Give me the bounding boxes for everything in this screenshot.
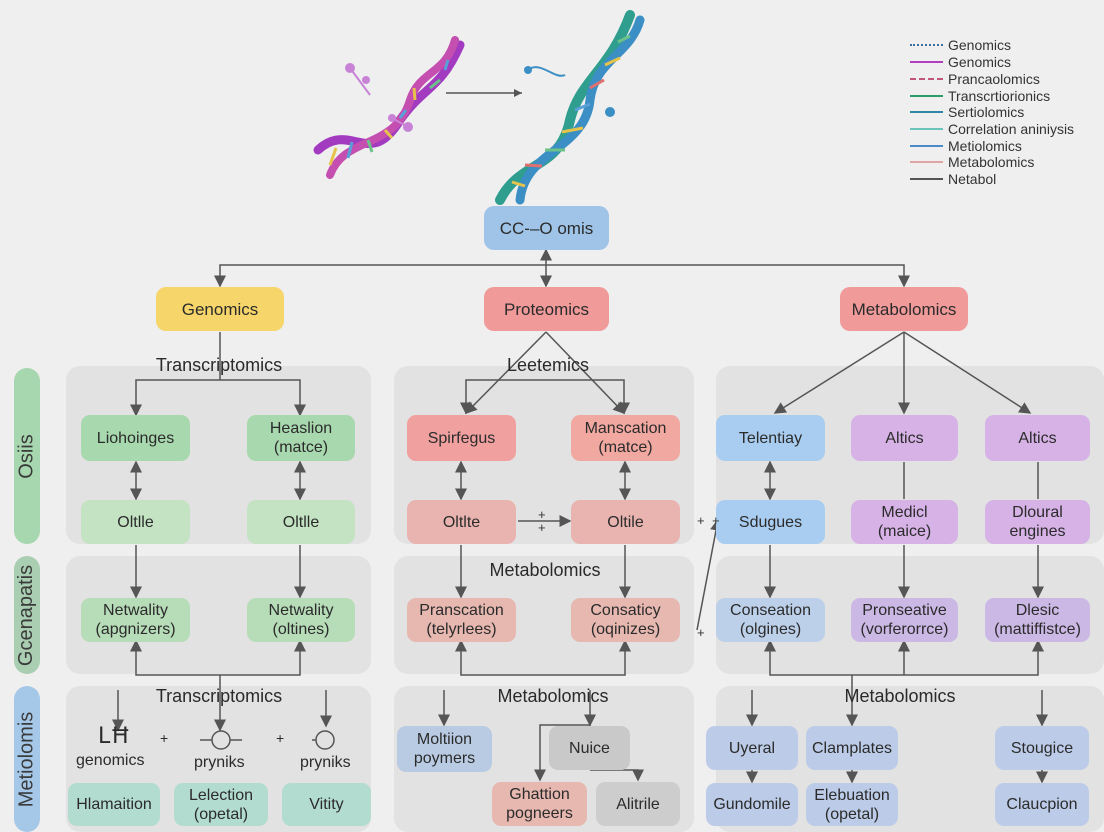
node-metabolomics-r1f[interactable]: Dloural engines xyxy=(985,500,1090,544)
node-metabolomics-r1b[interactable]: Altics xyxy=(851,415,958,461)
legend-item: Netabol xyxy=(910,170,1100,187)
connector-plus: + xyxy=(712,513,720,528)
node-metabolomics-r3c[interactable]: Stougice xyxy=(995,726,1089,770)
legend-item: Genomics xyxy=(910,53,1100,70)
legend-label: Genomics xyxy=(948,36,1012,53)
genomics-text: genomics xyxy=(76,752,145,769)
legend-swatch xyxy=(910,160,943,163)
legend-label: Transcrtiorionics xyxy=(948,87,1051,104)
node-genomics-r1c[interactable]: Oltlle xyxy=(81,500,190,544)
legend-label: Genomics xyxy=(948,53,1012,70)
legend-swatch xyxy=(910,127,943,130)
genomics-symbol: LĦ xyxy=(98,724,131,749)
node-metabolomics-r3e[interactable]: Elebuation (opetal) xyxy=(806,783,898,826)
legend-label: Netabol xyxy=(948,170,997,187)
legend-item: Correlation aniniysis xyxy=(910,120,1100,137)
node-proteomics-r2b[interactable]: Consaticy (oqinizes) xyxy=(571,598,680,642)
legend-swatch xyxy=(910,144,943,147)
legend-item: Prancaolomics xyxy=(910,70,1100,87)
top-node[interactable]: CC-–O omis xyxy=(484,206,609,250)
legend-label: Sertiolomics xyxy=(948,103,1025,120)
side-label-row1: Osiis xyxy=(14,368,40,544)
category-metabolomics[interactable]: Metabolomics xyxy=(840,287,968,331)
node-genomics-r3a[interactable]: Hlamaition xyxy=(68,783,160,826)
node-genomics-r2a[interactable]: Netwality (apgnizers) xyxy=(81,598,190,642)
section-label: Metabolomics xyxy=(489,560,601,580)
node-genomics-r2b[interactable]: Netwality (oltines) xyxy=(247,598,355,642)
side-label-row3: Metiolomis xyxy=(14,686,40,832)
node-metabolomics-r1c[interactable]: Altics xyxy=(985,415,1090,461)
legend-item: Metiolomics xyxy=(910,137,1100,154)
connector-plus: + xyxy=(538,520,546,535)
node-metabolomics-r2c[interactable]: Dlesic (mattiffistce) xyxy=(985,598,1090,642)
node-metabolomics-r1a[interactable]: Telentiay xyxy=(716,415,825,461)
side-label-text: Metiolomis xyxy=(15,711,38,807)
pryniks-label: pryniks xyxy=(194,754,245,771)
section-label: Transcriptomics xyxy=(155,355,283,375)
side-label-text: Osiis xyxy=(15,433,38,479)
legend-label: Prancaolomics xyxy=(948,70,1040,87)
node-metabolomics-r3a[interactable]: Uyeral xyxy=(706,726,798,770)
node-metabolomics-r1e[interactable]: Medicl (maice) xyxy=(851,500,958,544)
legend-swatch xyxy=(910,94,943,97)
node-metabolomics-r3d[interactable]: Gundomile xyxy=(706,783,798,826)
connector-plus: + xyxy=(538,507,546,522)
node-proteomics-r2a[interactable]: Pranscation (telyrlees) xyxy=(407,598,516,642)
legend-item: Genomics xyxy=(910,36,1100,53)
category-proteomics[interactable]: Proteomics xyxy=(484,287,609,331)
node-proteomics-r1a[interactable]: Spirfegus xyxy=(407,415,516,461)
node-proteomics-r3a[interactable]: Moltiion poymers xyxy=(397,726,492,772)
side-label-text: Gcenapatis xyxy=(15,564,38,666)
node-metabolomics-r2b[interactable]: Pronseative (vorferorrce) xyxy=(851,598,958,642)
node-proteomics-r3b[interactable]: Nuice xyxy=(549,726,630,770)
legend-swatch xyxy=(910,177,943,180)
node-proteomics-r1d[interactable]: Oltile xyxy=(571,500,680,544)
node-metabolomics-r3f[interactable]: Claucpion xyxy=(995,783,1089,826)
dna-helix-right-icon xyxy=(495,10,645,205)
pryniks-label: pryniks xyxy=(300,754,351,771)
legend-item: Sertiolomics xyxy=(910,103,1100,120)
node-metabolomics-r3b[interactable]: Clamplates xyxy=(806,726,898,770)
legend-swatch xyxy=(910,43,943,46)
legend-swatch xyxy=(910,77,943,80)
node-genomics-r3c[interactable]: Vitity xyxy=(282,783,371,826)
node-proteomics-r3c[interactable]: Ghattion pogneers xyxy=(492,782,587,826)
section-label: Metabolomics xyxy=(844,686,956,706)
section-label: Leetemics xyxy=(506,355,590,375)
dna-helix-left-icon xyxy=(313,36,465,179)
plus-sign: + xyxy=(276,730,285,746)
legend-swatch xyxy=(910,110,943,113)
node-genomics-r3b[interactable]: Lelection (opetal) xyxy=(174,783,268,826)
node-proteomics-r1c[interactable]: Oltlte xyxy=(407,500,516,544)
section-label: Transcriptomics xyxy=(155,686,283,706)
legend-label: Metabolomics xyxy=(948,153,1035,170)
legend-label: Metiolomics xyxy=(948,137,1022,154)
node-proteomics-r3d[interactable]: Alitrile xyxy=(596,782,680,826)
legend-item: Metabolomics xyxy=(910,153,1100,170)
category-genomics[interactable]: Genomics xyxy=(156,287,284,331)
node-metabolomics-r2a[interactable]: Conseation (olgines) xyxy=(716,598,825,642)
legend-swatch xyxy=(910,60,943,63)
node-genomics-r1b[interactable]: Heaslion (matce) xyxy=(247,415,355,461)
node-genomics-r1d[interactable]: Oltlle xyxy=(247,500,355,544)
section-label: Metabolomics xyxy=(497,686,609,706)
node-genomics-r1a[interactable]: Liohoinges xyxy=(81,415,190,461)
side-label-row2: Gcenapatis xyxy=(14,556,40,674)
connector-plus: + xyxy=(697,513,705,528)
plus-sign: + xyxy=(160,730,169,746)
legend-label: Correlation aniniysis xyxy=(948,120,1075,137)
node-proteomics-r1b[interactable]: Manscation (matce) xyxy=(571,415,680,461)
node-metabolomics-r1d[interactable]: Sdugues xyxy=(716,500,825,544)
connector-plus: + xyxy=(697,625,705,640)
legend-item: Transcrtiorionics xyxy=(910,87,1100,104)
